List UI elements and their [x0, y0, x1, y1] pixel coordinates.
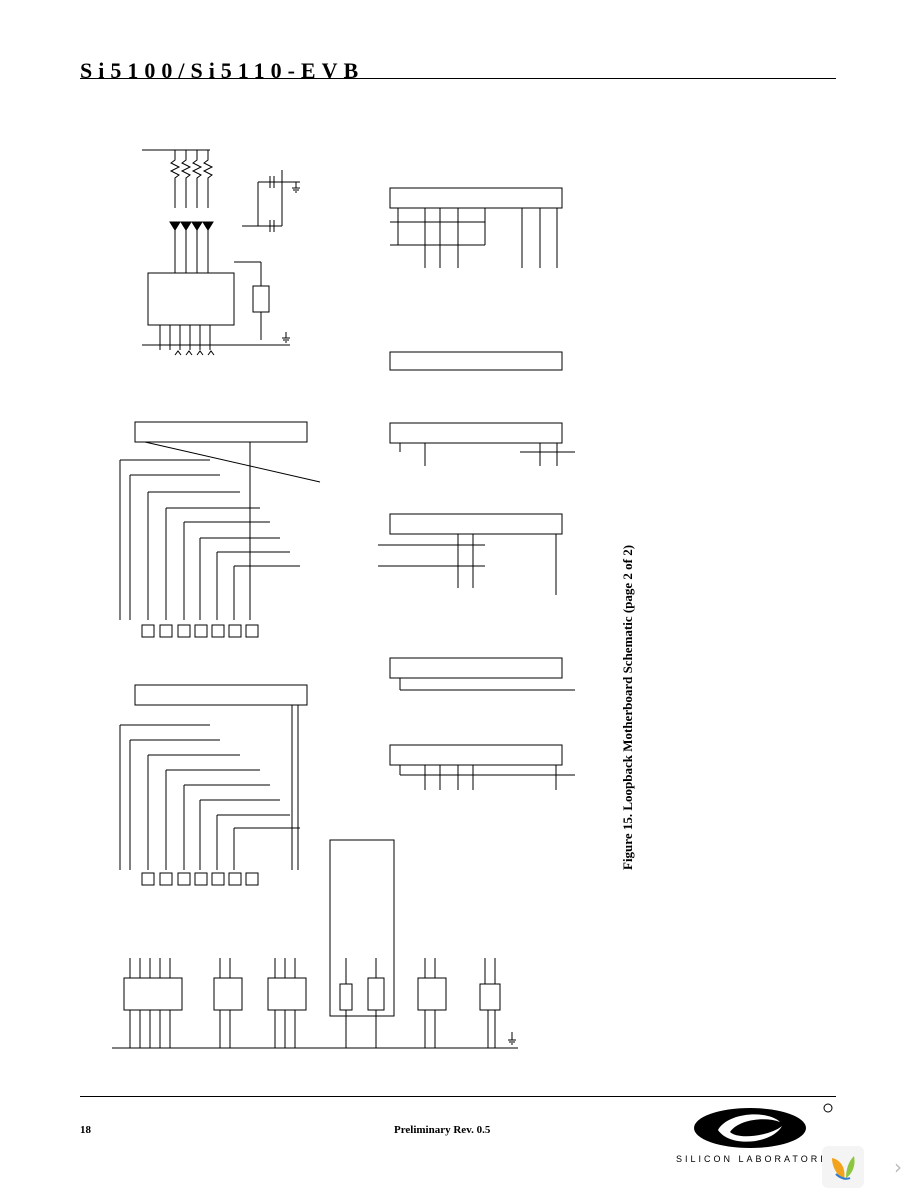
logo-text: SILICON LABORATORIES	[676, 1154, 844, 1164]
switch-bank-2	[119, 684, 308, 886]
schematic-drawing	[112, 149, 575, 1049]
figure-caption-text: Figure 15. Loopback Motherboard Schemati…	[620, 544, 635, 870]
header-connector-3	[389, 422, 575, 466]
revision-label: Preliminary Rev. 0.5	[394, 1124, 491, 1136]
switch-bank-1	[119, 421, 321, 638]
header-connector-2	[389, 351, 563, 371]
header-connector-5	[389, 657, 575, 691]
header-connector-4	[378, 513, 563, 595]
footer-rule	[80, 1096, 836, 1097]
led-resistor-block	[142, 149, 300, 356]
page-number: 18	[80, 1124, 91, 1136]
header-rule	[80, 78, 836, 79]
ic-row	[112, 839, 518, 1049]
header-connector-1	[389, 187, 563, 268]
document-title: Si5100/Si5110-EVB	[80, 58, 365, 83]
silicon-labs-logo	[694, 1103, 833, 1148]
pdf-viewer-controls: ›	[822, 1146, 918, 1188]
figure-caption: Figure 15. Loopback Motherboard Schemati…	[604, 430, 635, 870]
next-page-icon[interactable]: ›	[894, 1155, 902, 1179]
pdf-viewer-icon[interactable]	[822, 1146, 864, 1188]
header-connector-6	[389, 744, 575, 790]
